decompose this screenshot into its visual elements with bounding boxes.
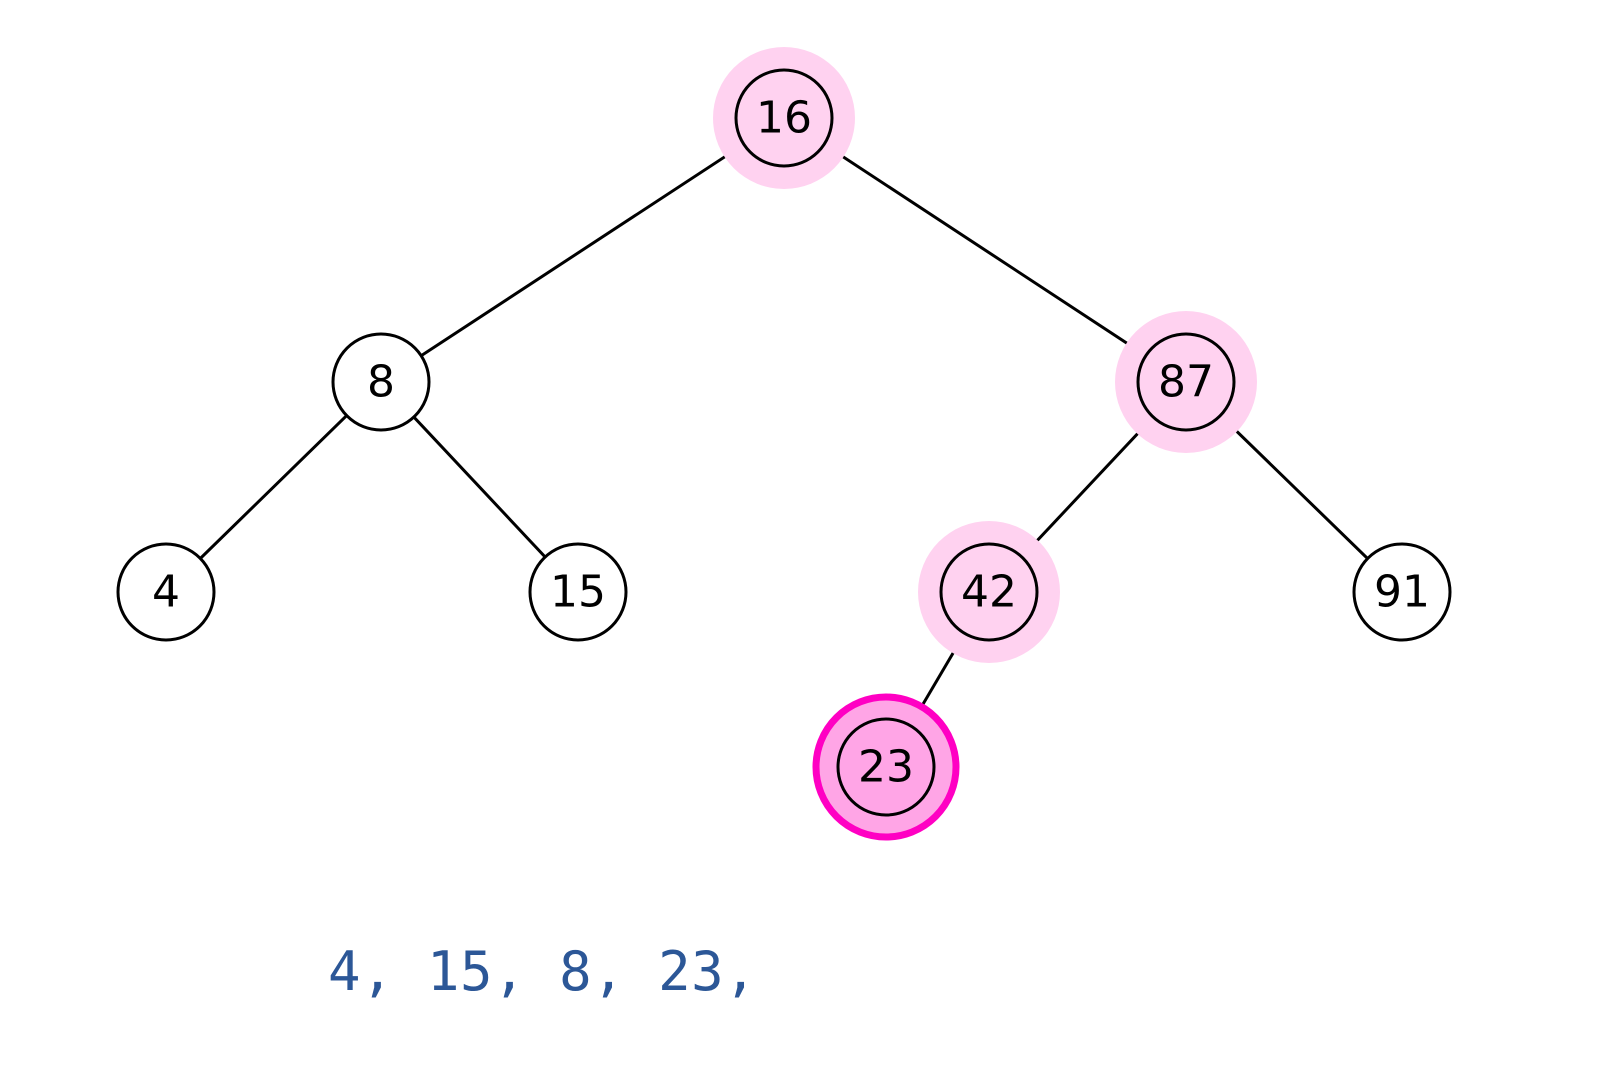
tree-node-4: 4 (116, 542, 216, 642)
tree-nodes: 16 8 87 4 15 42 91 23 (116, 68, 1452, 841)
node-label: 16 (756, 93, 812, 144)
node-label: 91 (1374, 567, 1430, 618)
tree-node-15: 15 (528, 542, 628, 642)
node-circle (1136, 332, 1236, 432)
tree-node-91: 91 (1352, 542, 1452, 642)
tree-node-23: 23 (812, 693, 960, 841)
tree-node-87: 87 (1136, 332, 1236, 432)
edge-8-4 (164, 380, 383, 594)
node-label: 4 (152, 567, 180, 618)
tree-node-42: 42 (939, 542, 1039, 642)
node-circle (1352, 542, 1452, 642)
node-label: 8 (367, 357, 395, 408)
node-circle (331, 332, 431, 432)
tree-node-16: 16 (734, 68, 834, 168)
node-label: 15 (550, 567, 606, 618)
node-circle (836, 717, 936, 817)
edge-16-8 (380, 116, 785, 384)
node-label: 23 (858, 742, 914, 793)
tree-node-8: 8 (331, 332, 431, 432)
node-circle (116, 542, 216, 642)
node-circle (939, 542, 1039, 642)
node-label: 42 (961, 567, 1017, 618)
node-circle (528, 542, 628, 642)
node-circle (734, 68, 834, 168)
node-label: 87 (1158, 357, 1214, 408)
traversal-output: 4, 15, 8, 23, (328, 940, 758, 1003)
edge-16-87 (783, 116, 1187, 384)
